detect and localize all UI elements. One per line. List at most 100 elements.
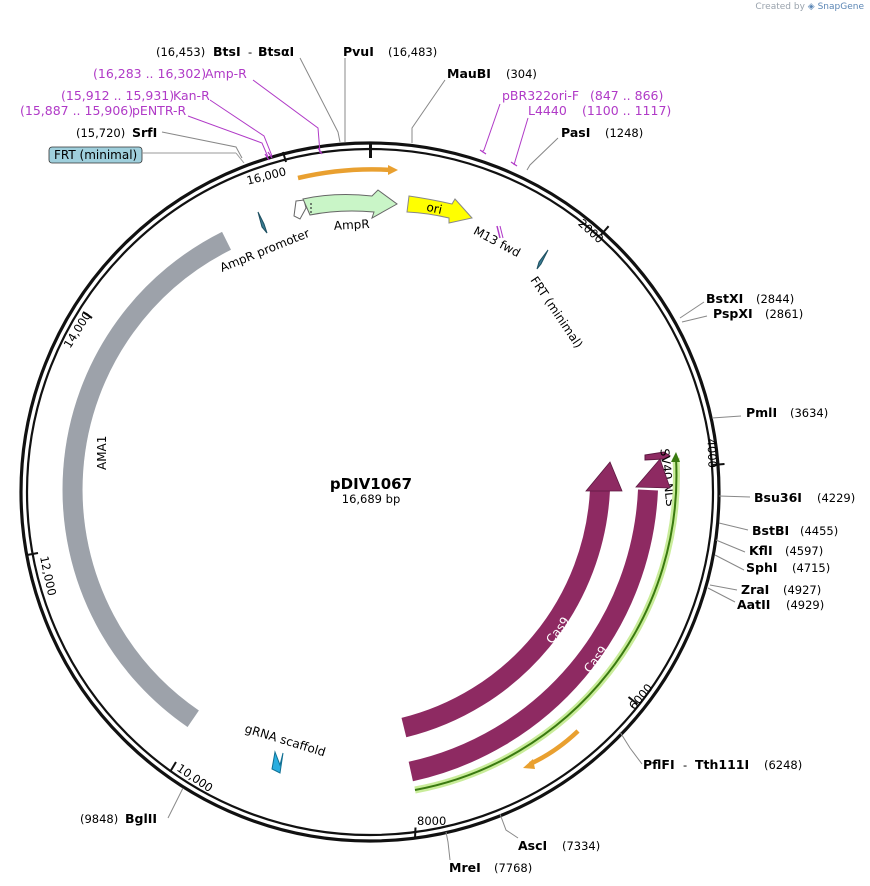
site-zrai[interactable]: ZraI (4927) <box>741 582 821 597</box>
origin-marker <box>369 144 372 158</box>
primer-l4440[interactable]: L4440 (1100 .. 1117) <box>528 103 671 118</box>
site-sphi[interactable]: SphI (4715) <box>746 560 830 575</box>
site-kfli-pos: (4597) <box>785 544 823 558</box>
leader-pmli <box>711 415 742 419</box>
plasmid-length: 16,689 bp <box>342 492 401 506</box>
orf-arrow-bottom-body <box>529 729 580 767</box>
frt-left-arrow-icon <box>257 211 268 234</box>
frt-box-leader-2 <box>235 152 245 164</box>
feature-sv40-nls[interactable]: SV40 NLS <box>644 448 677 507</box>
ampr-promoter-arrow <box>293 199 307 220</box>
leader-sphi <box>714 554 745 571</box>
leader-kan-r <box>209 99 273 157</box>
tick-6000 <box>627 696 639 705</box>
feature-ori[interactable]: ori <box>406 195 473 224</box>
snapgene-watermark: Created by ◈ SnapGene <box>755 2 864 12</box>
site-pmli-pos: (3634) <box>790 406 828 420</box>
feature-ampr-promoter[interactable]: AmpR promoter <box>218 199 312 275</box>
site-bstbi[interactable]: BstBI (4455) <box>752 523 838 538</box>
leader-maubi <box>411 79 446 143</box>
site-kfli[interactable]: KflI (4597) <box>749 543 823 558</box>
site-pmli[interactable]: PmlI (3634) <box>746 405 828 420</box>
leader-pasi <box>526 137 559 171</box>
ama1-arc <box>62 231 231 728</box>
backbone <box>19 141 721 843</box>
primer-l4440-range: (1100 .. 1117) <box>582 103 671 118</box>
primer-pentr-r-range: (15,887 .. 15,906) <box>20 103 133 118</box>
sv40-nls-label: SV40 NLS <box>657 448 677 507</box>
site-bstbi-name: BstBI <box>752 523 789 538</box>
site-asci-pos: (7334) <box>562 839 600 853</box>
site-bsu36i-pos: (4229) <box>817 491 855 505</box>
orf-green-body <box>414 457 678 791</box>
site-bsu36i-name: Bsu36I <box>754 490 802 505</box>
feature-grna-scaffold[interactable]: gRNA scaffold <box>243 721 327 774</box>
site-pvui-pos: (16,483) <box>388 45 437 59</box>
site-bstbi-pos: (4455) <box>800 524 838 538</box>
grna-scaffold-label: gRNA scaffold <box>243 721 327 759</box>
site-pasi-pos: (1248) <box>605 126 643 140</box>
orf-arrow-top-head <box>388 165 398 175</box>
feature-ama1[interactable]: AMA1 <box>62 231 231 728</box>
plasmid-name: pDIV1067 <box>330 475 412 493</box>
site-pasi[interactable]: PasI (1248) <box>561 125 643 140</box>
leader-bsu36i <box>718 495 751 498</box>
site-pflfi-tth111i[interactable]: PflFI - Tth111I (6248) <box>643 757 802 772</box>
primer-amp-r[interactable]: (16,283 .. 16,302) Amp-R <box>93 66 247 81</box>
site-pvui[interactable]: PvuI (16,483) <box>343 44 437 59</box>
leader-pflfi <box>619 731 643 765</box>
orf-green-line[interactable] <box>414 452 680 794</box>
ampr-promoter-label: AmpR promoter <box>218 226 312 275</box>
site-bstxi[interactable]: BstXI (2844) <box>706 291 794 306</box>
site-btsi-separator: - <box>248 45 252 59</box>
feature-frt-minimal-right[interactable]: FRT (minimal) <box>528 249 586 351</box>
site-srfi-pos: (15,720) <box>76 126 125 140</box>
site-btsi-btsai[interactable]: (16,453) BtsI - BtsαI <box>156 44 294 59</box>
leader-bstxi <box>679 301 705 319</box>
primer-marker-l4440 <box>510 161 518 167</box>
site-bglii-pos: (9848) <box>80 812 118 826</box>
leader-asci <box>499 813 519 839</box>
frt-right-label: FRT (minimal) <box>528 274 586 351</box>
ori-arrow <box>406 195 473 224</box>
cas9-outer-arc <box>408 489 658 782</box>
tick-4000 <box>712 463 725 466</box>
tick-label-2000: 2000 <box>575 216 606 246</box>
site-maubi[interactable]: MauBI (304) <box>447 66 537 81</box>
feature-frt-minimal-left-marker[interactable] <box>257 211 268 234</box>
site-bglii[interactable]: (9848) BglII <box>80 811 157 826</box>
tick-label-14000: 14,000 <box>61 309 94 351</box>
ori-label: ori <box>425 200 443 217</box>
site-tth111i-name: Tth111I <box>695 757 749 772</box>
site-pspxi-name: PspXI <box>713 306 753 321</box>
site-pspxi-pos: (2861) <box>765 307 803 321</box>
site-pspxi[interactable]: PspXI (2861) <box>713 306 803 321</box>
primer-kan-r[interactable]: (15,912 .. 15,931) Kan-R <box>61 88 210 103</box>
site-bsu36i[interactable]: Bsu36I (4229) <box>754 490 855 505</box>
feature-ampr[interactable]: AmpR <box>302 189 398 233</box>
site-asci[interactable]: AscI (7334) <box>518 838 600 853</box>
orf-arrow-bottom-head <box>523 759 535 769</box>
leader-aatii <box>707 587 736 603</box>
feature-m13-fwd[interactable]: M13 fwd <box>471 224 523 260</box>
feature-frt-minimal-box[interactable]: FRT (minimal) <box>48 146 245 164</box>
watermark-brand: SnapGene <box>817 2 864 12</box>
site-aatii[interactable]: AatII (4929) <box>737 597 824 612</box>
orf-arrow-top[interactable] <box>297 165 398 181</box>
ama1-label: AMA1 <box>95 436 109 470</box>
orf-arrow-bottom[interactable] <box>523 729 580 769</box>
cas9-outer-arrowhead <box>635 458 671 489</box>
primer-pbr322ori-f-range: (847 .. 866) <box>590 88 663 103</box>
primer-pentr-r[interactable]: (15,887 .. 15,906) pENTR-R <box>20 103 187 118</box>
primer-amp-r-name: Amp-R <box>205 66 247 81</box>
site-pflfi-pos: (6248) <box>764 758 802 772</box>
primer-pbr322ori-f[interactable]: pBR322ori-F (847 .. 866) <box>502 88 663 103</box>
primer-l4440-name: L4440 <box>528 103 567 118</box>
primer-marker-kan-r <box>267 151 273 159</box>
feature-cas9-inner[interactable]: Cas9 <box>401 461 623 738</box>
site-mrei[interactable]: MreI (7768) <box>449 860 532 875</box>
site-aatii-name: AatII <box>737 597 770 612</box>
leader-pentr-r <box>187 115 269 158</box>
primer-kan-r-range: (15,912 .. 15,931) <box>61 88 174 103</box>
site-srfi[interactable]: (15,720) SrfI <box>76 125 157 140</box>
